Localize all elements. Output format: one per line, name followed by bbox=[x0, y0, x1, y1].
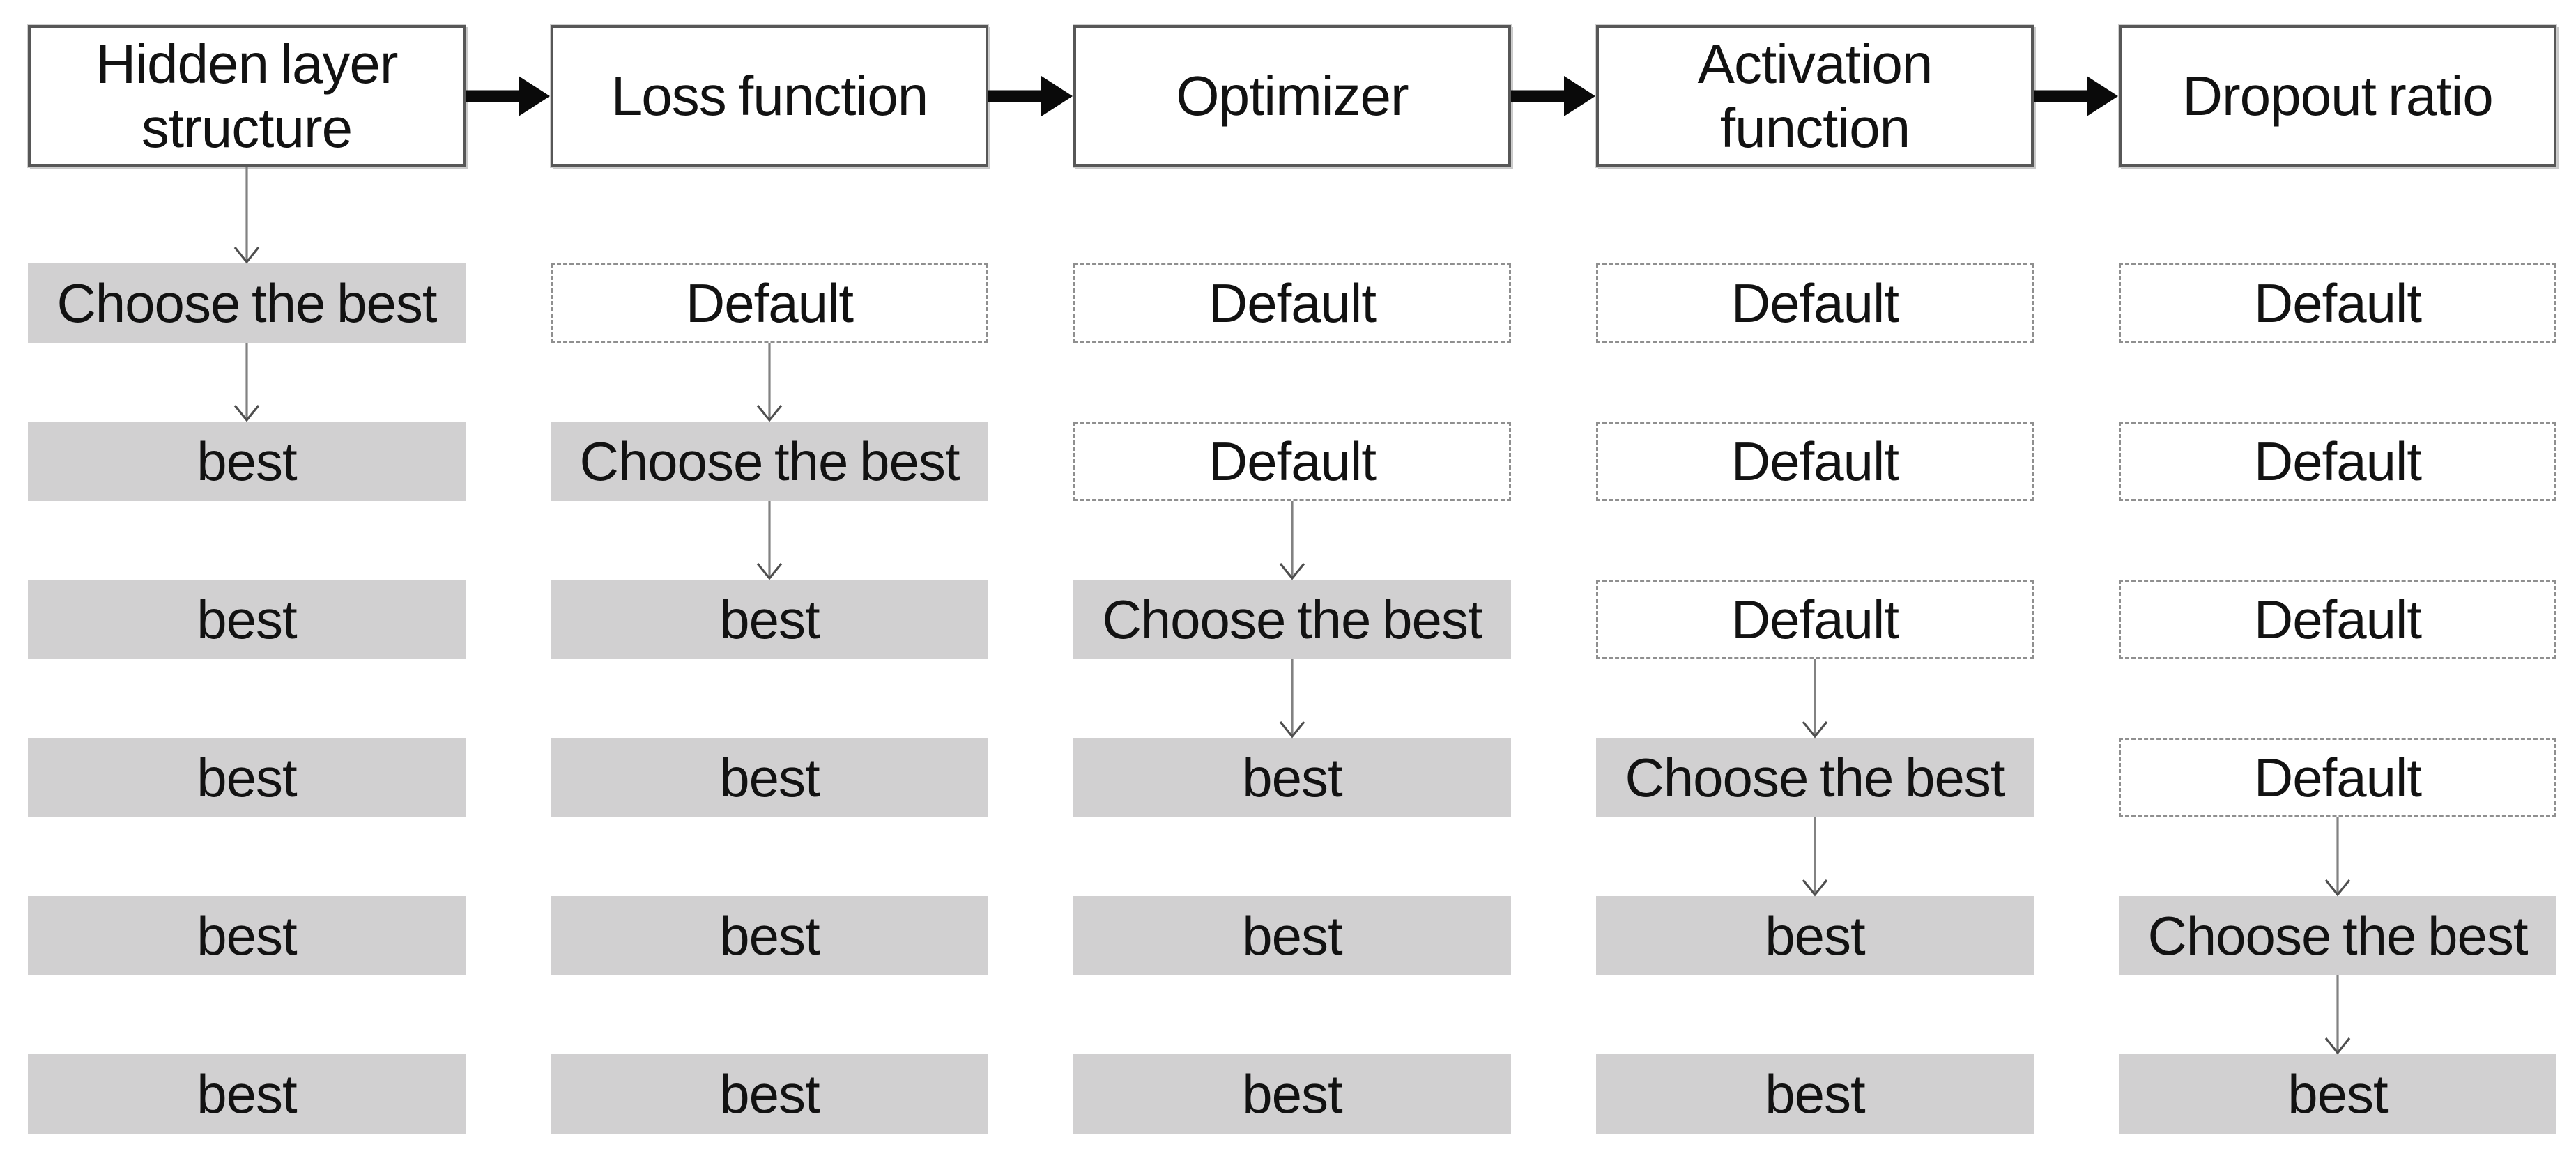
select-flow-arrow bbox=[1802, 659, 1828, 739]
select-flow-arrow bbox=[1279, 501, 1305, 580]
pipeline-column-dropout-ratio: Dropout ratio Default Default Default De… bbox=[2119, 25, 2556, 1137]
default-box: Default bbox=[2119, 422, 2556, 501]
best-box: best bbox=[1596, 896, 2034, 975]
pipeline-column-optimizer: Optimizer Default Default Choose the bes… bbox=[1073, 25, 1511, 1137]
select-flow-arrow bbox=[1802, 817, 1828, 897]
choose-the-best-box: Choose the best bbox=[28, 263, 466, 343]
stage-header-box: Optimizer bbox=[1073, 25, 1511, 167]
best-box: best bbox=[2119, 1054, 2556, 1134]
stage-flow-arrow bbox=[466, 76, 550, 116]
pipeline-column-hidden-layer-structure: Hidden layer structure Choose the best b… bbox=[28, 25, 466, 1137]
best-box: best bbox=[551, 738, 988, 817]
best-box: best bbox=[1596, 1054, 2034, 1134]
default-box: Default bbox=[2119, 263, 2556, 343]
stage-header-box: Loss function bbox=[551, 25, 988, 167]
best-box: best bbox=[1073, 896, 1511, 975]
pipeline-column-loss-function: Loss function Default Choose the best be… bbox=[551, 25, 988, 1137]
choose-the-best-box: Choose the best bbox=[551, 422, 988, 501]
default-box: Default bbox=[1596, 263, 2034, 343]
choose-the-best-box: Choose the best bbox=[2119, 896, 2556, 975]
best-box: best bbox=[28, 580, 466, 659]
select-flow-arrow bbox=[233, 167, 260, 264]
choose-the-best-box: Choose the best bbox=[1073, 580, 1511, 659]
best-box: best bbox=[28, 738, 466, 817]
select-flow-arrow bbox=[756, 343, 783, 422]
choose-the-best-box: Choose the best bbox=[1596, 738, 2034, 817]
default-box: Default bbox=[1596, 580, 2034, 659]
best-box: best bbox=[28, 1054, 466, 1134]
best-box: best bbox=[551, 580, 988, 659]
stage-header-box: Activation function bbox=[1596, 25, 2034, 167]
best-box: best bbox=[28, 896, 466, 975]
best-box: best bbox=[551, 1054, 988, 1134]
default-box: Default bbox=[551, 263, 988, 343]
pipeline-column-activation-function: Activation function Default Default Defa… bbox=[1596, 25, 2034, 1137]
stage-flow-arrow bbox=[1511, 76, 1595, 116]
default-box: Default bbox=[1596, 422, 2034, 501]
stage-flow-arrow bbox=[988, 76, 1073, 116]
best-box: best bbox=[1073, 1054, 1511, 1134]
stage-header-box: Hidden layer structure bbox=[28, 25, 466, 167]
select-flow-arrow bbox=[756, 501, 783, 580]
default-box: Default bbox=[2119, 580, 2556, 659]
stage-header-box: Dropout ratio bbox=[2119, 25, 2556, 167]
best-box: best bbox=[28, 422, 466, 501]
default-box: Default bbox=[2119, 738, 2556, 817]
default-box: Default bbox=[1073, 263, 1511, 343]
stage-flow-arrow bbox=[2034, 76, 2118, 116]
best-box: best bbox=[551, 896, 988, 975]
select-flow-arrow bbox=[2324, 817, 2351, 897]
select-flow-arrow bbox=[1279, 659, 1305, 739]
default-box: Default bbox=[1073, 422, 1511, 501]
select-flow-arrow bbox=[233, 343, 260, 422]
select-flow-arrow bbox=[2324, 975, 2351, 1055]
best-box: best bbox=[1073, 738, 1511, 817]
